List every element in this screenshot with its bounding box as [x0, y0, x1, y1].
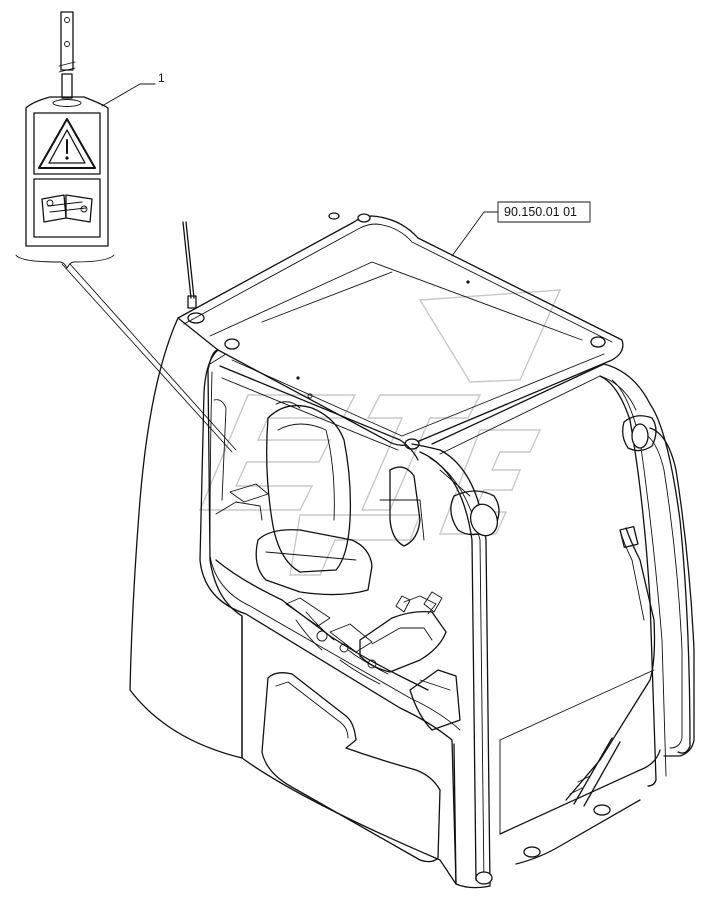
reference-label: 90.150.01 01: [451, 201, 591, 257]
reference-number: 90.150.01 01: [504, 205, 577, 219]
safety-decal-tag: [25, 11, 109, 247]
side-lamp: [622, 415, 657, 452]
wiper-arm: [565, 525, 656, 807]
watermark-logo-icon: [198, 289, 562, 576]
work-lamp: [439, 469, 500, 537]
manual-book-wrench-icon: [41, 194, 93, 223]
warning-triangle-icon: [38, 118, 96, 169]
operator-seat: [255, 404, 425, 596]
antenna: [182, 221, 205, 324]
callout-item-1: 1: [158, 71, 165, 85]
operator-cab: [129, 212, 695, 889]
control-console: [215, 483, 461, 731]
